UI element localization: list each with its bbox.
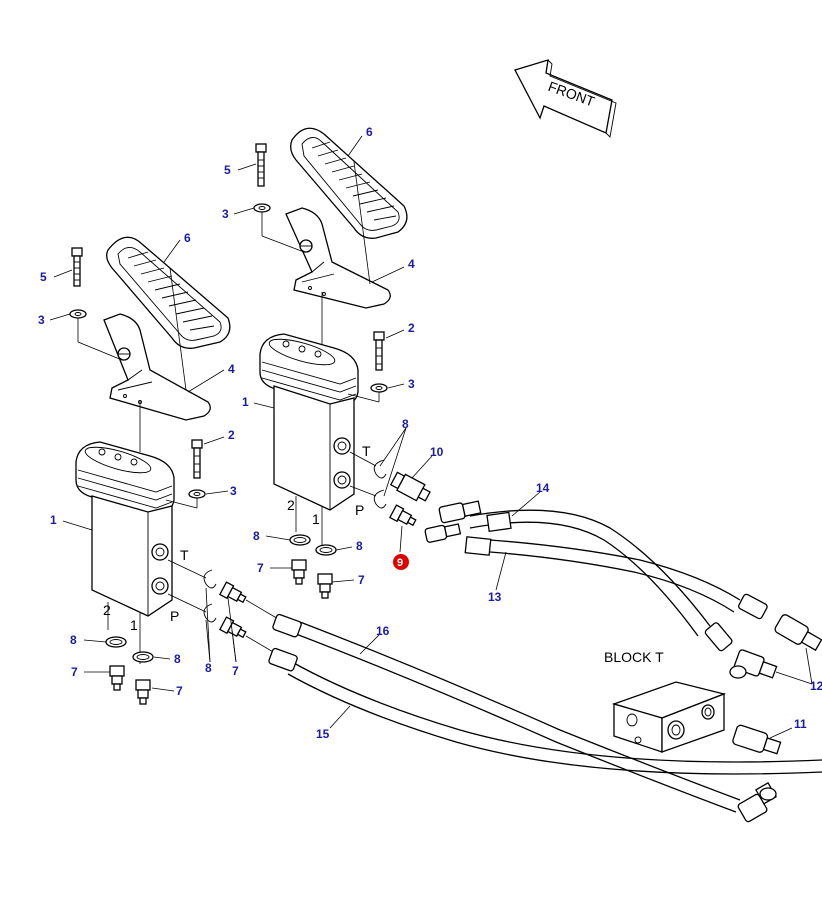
callout-14: 14 xyxy=(536,481,550,495)
hose-15 xyxy=(268,647,822,775)
left-port-p: P xyxy=(170,608,179,624)
callout-3-left: 3 xyxy=(38,313,45,327)
hose-13 xyxy=(424,523,768,620)
callout-13: 13 xyxy=(488,590,502,604)
elbow-fitting xyxy=(737,781,777,823)
callout-6-left: 6 xyxy=(184,231,191,245)
callout-4-left: 4 xyxy=(228,362,235,376)
callout-4-right: 4 xyxy=(408,257,415,271)
highlight-circle xyxy=(393,554,409,570)
front-arrow: FRONT xyxy=(514,59,617,138)
left-pedal-assembly xyxy=(69,236,281,705)
callout-7-right-a: 7 xyxy=(257,561,264,575)
hose-14 xyxy=(438,500,733,652)
right-washer xyxy=(253,203,271,213)
callout-2-left: 2 xyxy=(228,428,235,442)
callout-10: 10 xyxy=(430,445,444,459)
highlighted-callout-9[interactable]: 9 xyxy=(393,554,409,570)
right-bolt xyxy=(255,143,267,187)
fitting-12 xyxy=(729,614,822,679)
left-pedal-valve xyxy=(75,441,175,664)
right-port-t: T xyxy=(362,443,371,459)
right-pedal-valve xyxy=(259,333,359,546)
callout-3-right: 3 xyxy=(222,207,229,221)
callout-3-left-valve: 3 xyxy=(230,484,237,498)
callout-8-right-b: 8 xyxy=(356,539,363,553)
callout-5-right: 5 xyxy=(224,163,231,177)
callouts: 1 5 3 6 4 2 3 8 8 7 7 8 7 1 5 3 6 4 2 3 … xyxy=(38,125,822,741)
callout-7-left-c: 7 xyxy=(232,664,239,678)
right-port-2: 2 xyxy=(287,497,295,513)
callout-11: 11 xyxy=(794,717,807,731)
callout-7-right-b: 7 xyxy=(358,573,365,587)
block-t-label: BLOCK T xyxy=(604,649,664,665)
hoses xyxy=(268,500,822,823)
left-valve-bolt xyxy=(165,439,206,509)
left-port-1: 1 xyxy=(130,617,138,633)
left-pedal-bracket xyxy=(103,313,211,421)
callout-5-left: 5 xyxy=(40,270,47,284)
hose-16 xyxy=(272,613,741,813)
callout-6-right: 6 xyxy=(366,125,373,139)
callout-12: 12 xyxy=(810,679,822,693)
callout-7-left-a: 7 xyxy=(71,665,78,679)
block-t xyxy=(611,681,782,755)
right-fittings xyxy=(289,451,431,599)
right-pedal-pad xyxy=(290,127,408,239)
leader-lines xyxy=(49,135,813,739)
left-port-2: 2 xyxy=(103,602,111,618)
callout-15: 15 xyxy=(316,727,330,741)
callout-8-right-c: 8 xyxy=(402,417,409,431)
right-port-1: 1 xyxy=(312,511,320,527)
callout-9[interactable]: 9 xyxy=(397,557,403,569)
callout-3-right-valve: 3 xyxy=(408,377,415,391)
left-port-t: T xyxy=(180,547,189,563)
callout-1-right: 1 xyxy=(242,395,249,409)
left-washer xyxy=(69,309,87,319)
left-pedal-pad xyxy=(106,236,231,349)
left-fittings xyxy=(105,559,281,705)
right-port-p: P xyxy=(355,502,364,518)
callout-8-left-b: 8 xyxy=(174,652,181,666)
callout-1-left: 1 xyxy=(50,513,57,527)
right-valve-bolt xyxy=(347,331,388,403)
right-pedal-bracket xyxy=(285,207,391,309)
callout-8-left-c: 8 xyxy=(205,661,212,675)
port-labels: T P 2 1 T P 2 1 BLOCK T xyxy=(103,443,664,665)
callout-16: 16 xyxy=(376,624,390,638)
right-pedal-assembly xyxy=(253,127,431,599)
left-bolt xyxy=(71,247,83,287)
callout-7-left-b: 7 xyxy=(176,684,183,698)
callout-8-right-a: 8 xyxy=(253,529,260,543)
callout-8-left-a: 8 xyxy=(70,633,77,647)
callout-2-right: 2 xyxy=(408,321,415,335)
